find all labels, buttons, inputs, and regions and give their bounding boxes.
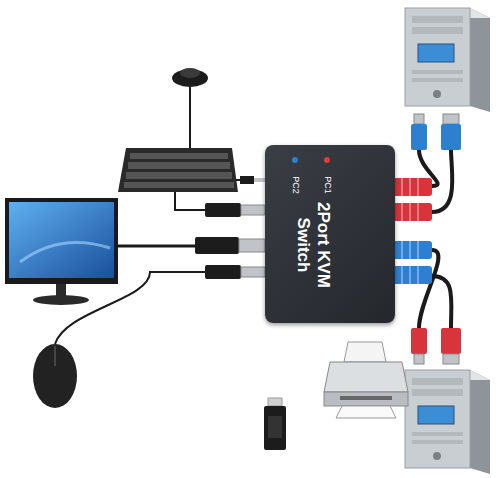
indicator-led (292, 157, 298, 163)
pc-cables (419, 150, 452, 328)
product-title: 2Port KVM Switch (293, 183, 332, 307)
pc-plugs (411, 114, 461, 364)
port-label: PC1 (323, 176, 332, 194)
monitor (5, 198, 265, 305)
cable-boots (392, 178, 432, 284)
kvm-switch-box: 2Port KVM SwitchPC2 PC1 (265, 145, 395, 323)
mouse (33, 265, 265, 408)
port-label: PC2 (291, 176, 300, 194)
printer (324, 342, 408, 418)
computer-tower (405, 370, 490, 474)
indicator-led (324, 157, 330, 163)
keyboard (118, 148, 265, 217)
computer-tower (405, 8, 490, 112)
usb-stick (264, 398, 286, 450)
